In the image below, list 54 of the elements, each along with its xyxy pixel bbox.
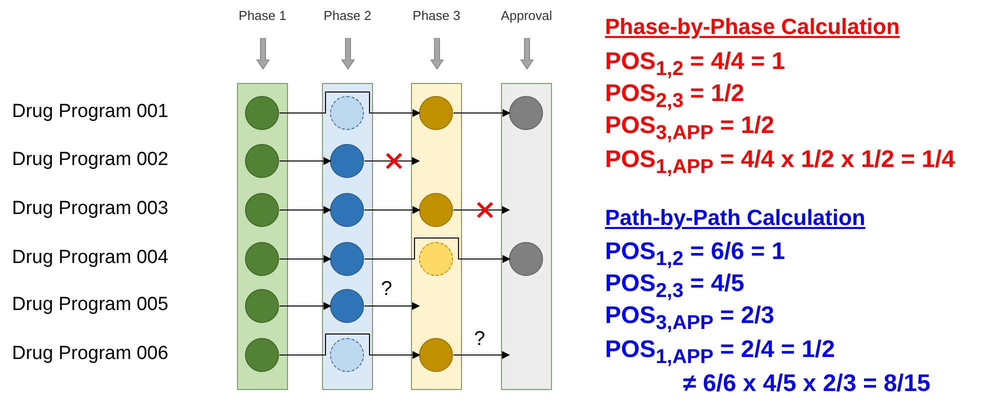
section-heading: Path-by-Path Calculation — [605, 205, 866, 230]
dashed-circle — [330, 96, 364, 130]
row-label: Drug Program 006 — [12, 343, 168, 365]
dashed-circle — [419, 242, 453, 276]
column-heading: Phase 3 — [412, 8, 460, 23]
arrow — [279, 92, 420, 117]
column-heading: Phase 1 — [238, 8, 286, 23]
circle-marker — [245, 144, 279, 178]
arrow — [279, 302, 332, 310]
circle-marker — [509, 96, 543, 130]
arrow — [364, 302, 420, 310]
circle-marker — [419, 338, 453, 372]
arrow — [279, 157, 332, 165]
formula: POS$_{2,3}$ = 1/2 — [605, 80, 744, 113]
arrow — [364, 238, 510, 263]
formula: POS$_{3,APP}$ = 2/3 — [605, 302, 774, 335]
circle-marker — [245, 288, 279, 322]
formula: POS$_{2,3}$ = 4/5 — [605, 270, 744, 303]
column-heading: Approval — [500, 8, 552, 23]
circle-marker — [245, 242, 279, 276]
circle-marker — [245, 96, 279, 130]
row-label: Drug Program 003 — [12, 198, 168, 220]
circle-marker — [419, 96, 453, 130]
circle-marker — [330, 242, 364, 276]
row-label: Drug Program 002 — [12, 149, 168, 171]
circle-marker — [330, 192, 364, 226]
arrow — [453, 206, 510, 214]
arrow — [453, 109, 510, 117]
formula: POS$_{1,APP}$ = 2/4 = 1/2 — [605, 336, 835, 369]
question-mark: ? — [381, 278, 392, 301]
circle-marker — [245, 338, 279, 372]
row-label: Drug Program 001 — [12, 101, 168, 123]
arrow — [364, 157, 420, 165]
arrow — [364, 206, 420, 214]
circle-marker — [245, 192, 279, 226]
circle-marker — [330, 288, 364, 322]
formula: POS$_{1,2}$ = 4/4 = 1 — [605, 48, 785, 81]
row-label: Drug Program 004 — [12, 247, 168, 269]
arrow — [279, 334, 420, 359]
circle-marker — [419, 192, 453, 226]
circle-marker — [330, 144, 364, 178]
formula: POS$_{3,APP}$ = 1/2 — [605, 112, 774, 145]
arrow — [453, 351, 510, 359]
formula: ≠ 6/6 x 4/5 x 2/3 = 8/15 — [683, 370, 930, 398]
section-heading: Phase-by-Phase Calculation — [605, 14, 900, 40]
row-label: Drug Program 005 — [12, 294, 168, 316]
formula: POS$_{1,2}$ = 6/6 = 1 — [605, 238, 785, 271]
arrow — [279, 255, 332, 263]
arrow — [279, 206, 332, 214]
formula: POS$_{1,APP}$ = 4/4 x 1/2 x 1/2 = 1/4 — [605, 146, 956, 179]
dashed-circle — [330, 338, 364, 372]
column-heading: Phase 2 — [324, 8, 372, 23]
question-mark: ? — [474, 328, 486, 351]
circle-marker — [509, 242, 543, 276]
